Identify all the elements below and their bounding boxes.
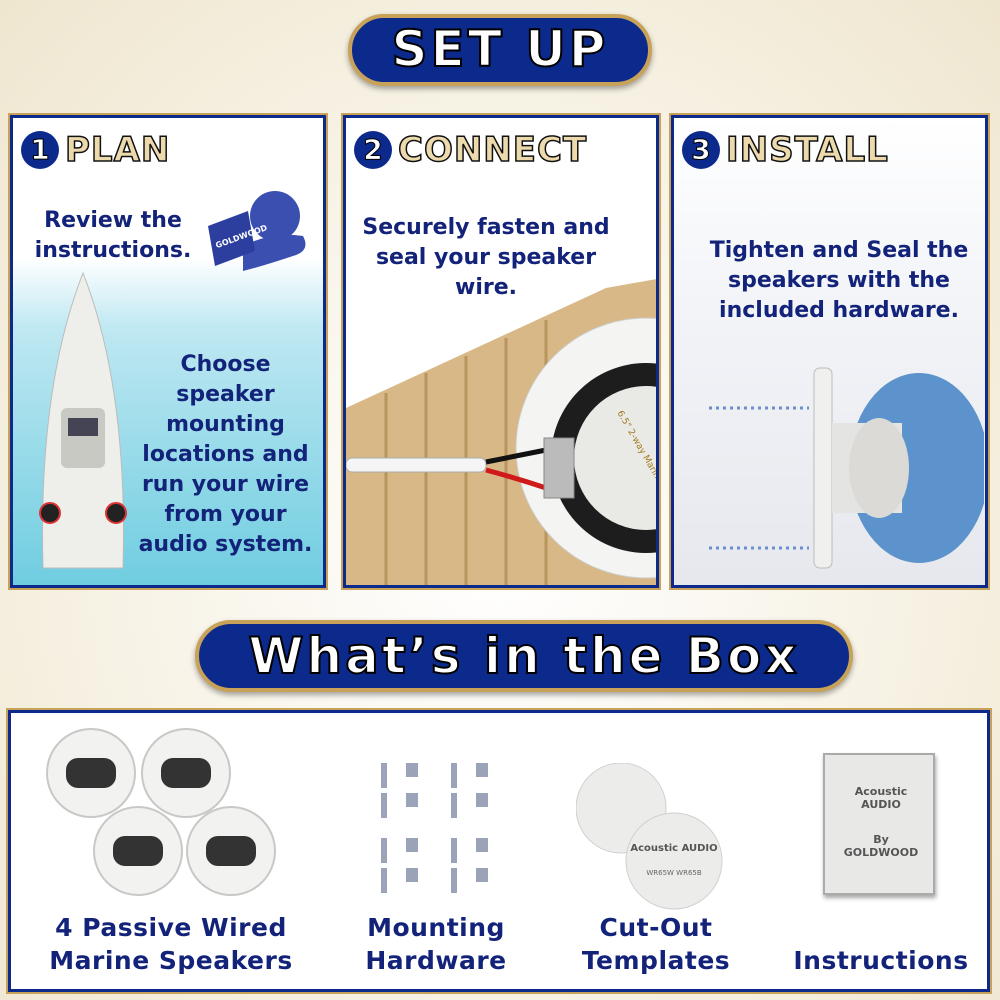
item-label-templates: Cut-Out Templates bbox=[581, 913, 731, 975]
step-heading: 3 INSTALL bbox=[682, 129, 889, 171]
instructions-booklet-image: Acoustic AUDIO By GOLDWOOD bbox=[823, 753, 935, 895]
item-label-speakers: 4 Passive Wired Marine Speakers bbox=[49, 913, 293, 975]
step-text: Choose speaker mounting locations and ru… bbox=[138, 352, 313, 557]
step-number: 2 bbox=[354, 131, 392, 169]
item-label-instructions: Instructions bbox=[793, 946, 969, 975]
cutout-templates-image: Acoustic AUDIO WR65W WR65B bbox=[576, 763, 723, 910]
template-logo: Acoustic AUDIO bbox=[630, 843, 717, 854]
step-connect-panel: 2 CONNECT Securely fasten and seal your … bbox=[341, 113, 661, 590]
whats-in-box-banner: What’s in the Box bbox=[195, 620, 853, 692]
step-text: Review the instructions. bbox=[34, 208, 192, 263]
step-title: INSTALL bbox=[725, 129, 889, 171]
step-title: PLAN bbox=[64, 129, 171, 171]
wiring-illustration: 6.5" 2-way Marine speaker bbox=[346, 279, 656, 585]
speakers-image bbox=[46, 728, 276, 896]
booklet-byline: By GOLDWOOD bbox=[843, 833, 919, 859]
step-install-panel: 3 INSTALL Tighten and Seal the speakers … bbox=[669, 113, 990, 590]
item-label-hardware: Mounting Hardware bbox=[365, 913, 507, 975]
box-contents-panel: Acoustic AUDIO WR65W WR65B Acoustic AUDI… bbox=[6, 708, 992, 994]
step-number: 1 bbox=[21, 131, 59, 169]
reading-person-icon: GOLDWOOD bbox=[208, 191, 306, 271]
step-heading: 1 PLAN bbox=[21, 129, 171, 171]
step-title: CONNECT bbox=[397, 129, 588, 171]
mounting-hardware-image bbox=[381, 763, 488, 893]
booklet-logo: Acoustic AUDIO bbox=[854, 785, 908, 811]
step-text: Securely fasten and seal your speaker wi… bbox=[362, 215, 610, 300]
step-number: 3 bbox=[682, 131, 720, 169]
step-text: Tighten and Seal the speakers with the i… bbox=[709, 238, 969, 323]
speaker-install-illustration bbox=[709, 367, 984, 569]
template-model: WR65W WR65B bbox=[646, 869, 702, 877]
step-heading: 2 CONNECT bbox=[354, 129, 588, 171]
setup-title-banner: SET UP bbox=[348, 14, 652, 86]
step-plan-panel: 1 PLAN Review the instructions. GOLDWOOD… bbox=[8, 113, 328, 590]
boat-illustration bbox=[39, 271, 127, 569]
